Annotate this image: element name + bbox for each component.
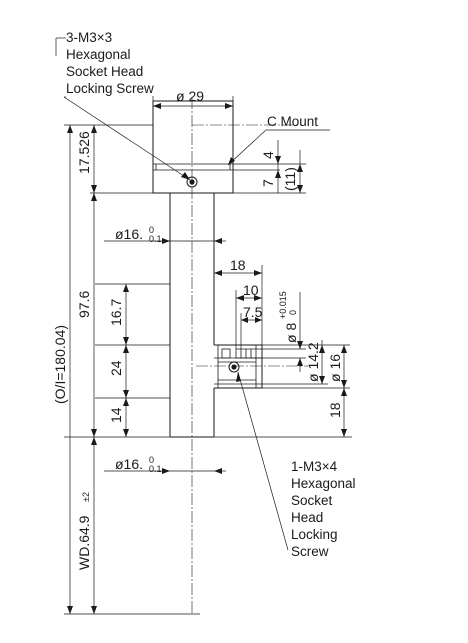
dim-16-top-text: ø16. [115,226,143,242]
dim-left-extension-lines [64,124,200,615]
dim-object-to-image: (O/I=180.04) [52,125,73,614]
dim-7-text: 7 [260,179,276,187]
dim-14-2-text: ø 14.2 [305,342,321,382]
dim-14: 14 [108,398,129,437]
side-port-label-block [221,348,231,359]
dim-wd-text: WD.64.9 [76,515,92,570]
c-mount-callout: C Mount [227,114,330,166]
top-mount-outline [152,100,234,194]
side-locking-screw [228,361,240,373]
svg-text:0: 0 [149,225,154,235]
c-mount-label: C Mount [267,114,318,129]
dim-10-text: 10 [243,282,259,298]
side-screw-label-1: 1-M3×4 [291,459,338,474]
dim-24-text: 24 [108,360,124,376]
dim-tube-diameter-bottom: ø16. 0 0.1 [104,455,226,474]
top-screw-leader [63,96,191,181]
dim-16-bottom-text: ø16. [115,456,143,472]
lens-body [152,100,263,438]
dim-17-526: 17.526 [76,125,97,193]
c-mount-leader [227,129,267,166]
dim-14-text: 14 [108,407,124,423]
dim-side-18-vertical: 18 [214,388,352,438]
svg-text:±2: ±2 [81,492,91,502]
dim-working-distance: WD.64.9 ±2 [76,437,97,614]
top-screw-label-4: Locking Screw [66,81,154,96]
top-screw-label-1: 3-M3×3 [66,30,112,45]
dim-11-text: (11) [282,167,298,191]
dim-cmount-right: 4 7 (11) [233,140,306,194]
dim-97-6-text: 97.6 [76,291,92,318]
screw-markers [186,176,240,373]
svg-text:0: 0 [288,310,298,315]
dim-97-6: 97.6 [76,193,97,437]
dim-16-side-text: ø 16 [327,354,343,382]
dim-7-5-text: 7.5 [243,304,263,320]
side-screw-callout: 1-M3×4 Hexagonal Socket Head Locking Scr… [236,371,356,559]
dim-side-7-5: 7.5 [240,304,263,349]
dim-16-7-text: 16.7 [108,299,124,326]
side-screw-label-5: Locking [291,527,338,542]
dim-side-diameter-16: ø 16 [262,344,350,389]
svg-text:0.1: 0.1 [149,234,162,244]
svg-text:+0.015: +0.015 [278,291,288,319]
side-screw-label-6: Screw [291,544,329,559]
side-screw-label-3: Socket [291,493,333,508]
top-screw-label-2: Hexagonal [66,47,131,62]
side-screw-label-4: Head [291,510,323,525]
side-screw-leader [237,371,289,551]
dim-16-7: 16.7 [108,284,129,345]
dim-17-526-text: 17.526 [76,131,92,174]
dim-29-text: ø 29 [176,88,204,104]
dim-18-vertical-text: 18 [327,402,343,418]
dim-side-10: 10 [235,282,262,349]
dim-8-text: ø 8 [283,323,299,343]
top-screw-callout: 3-M3×3 Hexagonal Socket Head Locking Scr… [55,30,191,181]
dim-4-text: 4 [260,151,276,159]
dim-side-diameter-14-2: ø 14.2 [262,340,328,385]
dim-side-diameter-8: ø 8 +0.015 0 [256,291,306,372]
dim-tube-diameter-top: ø16. 0 0.1 [104,225,226,244]
top-locking-screw [186,176,198,188]
dim-18-horizontal-text: 18 [230,257,246,273]
top-screw-label-3: Socket Head [66,64,143,79]
svg-text:0.1: 0.1 [149,464,162,474]
dim-24: 24 [108,345,129,398]
svg-text:0: 0 [149,455,154,465]
dim-side-18: 18 [214,257,263,345]
dim-oi-text: (O/I=180.04) [52,325,68,404]
side-screw-label-2: Hexagonal [291,476,356,491]
dim-diameter-29: ø 29 [152,88,234,109]
